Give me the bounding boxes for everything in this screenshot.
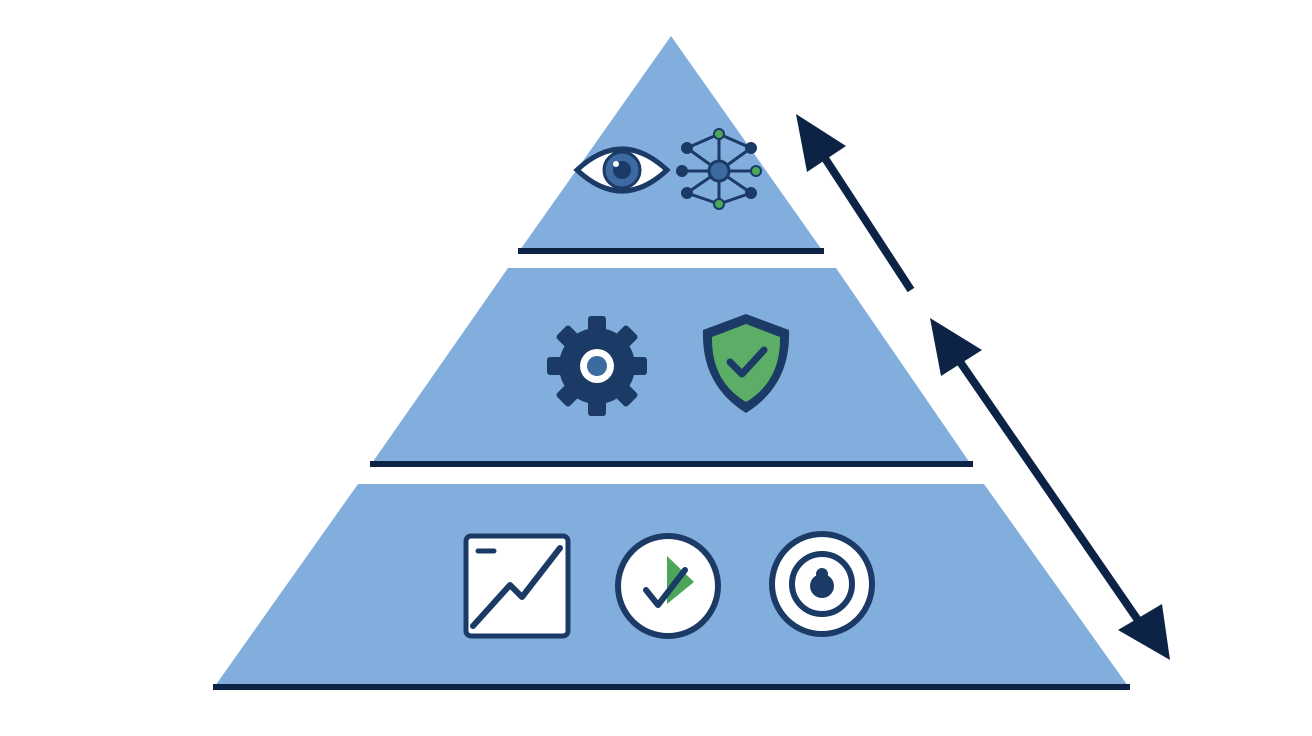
line-chart-icon (463, 533, 571, 639)
lower-double-arrow (930, 318, 1170, 660)
tier-top-shape (520, 36, 822, 250)
tier-bottom-base-line (213, 684, 1130, 690)
eye-icon (573, 146, 671, 194)
pyramid-tier-bottom (213, 484, 1130, 690)
check-circle-icon (615, 533, 721, 639)
pyramid-tier-middle (370, 268, 973, 467)
target-icon (769, 531, 875, 637)
tier-top-base-line (518, 248, 824, 254)
shield-check-icon (702, 314, 790, 413)
pyramid-tier-top (518, 36, 824, 254)
lower-arrow-head-up (930, 318, 982, 376)
upper-double-arrow (796, 114, 915, 293)
tier-middle-shape (372, 268, 970, 463)
gear-icon (547, 316, 647, 416)
upper-arrow-head-up (796, 114, 846, 172)
tier-middle-base-line (370, 461, 973, 467)
lower-arrow-head-down (1118, 604, 1170, 660)
network-nodes-icon (676, 128, 762, 210)
